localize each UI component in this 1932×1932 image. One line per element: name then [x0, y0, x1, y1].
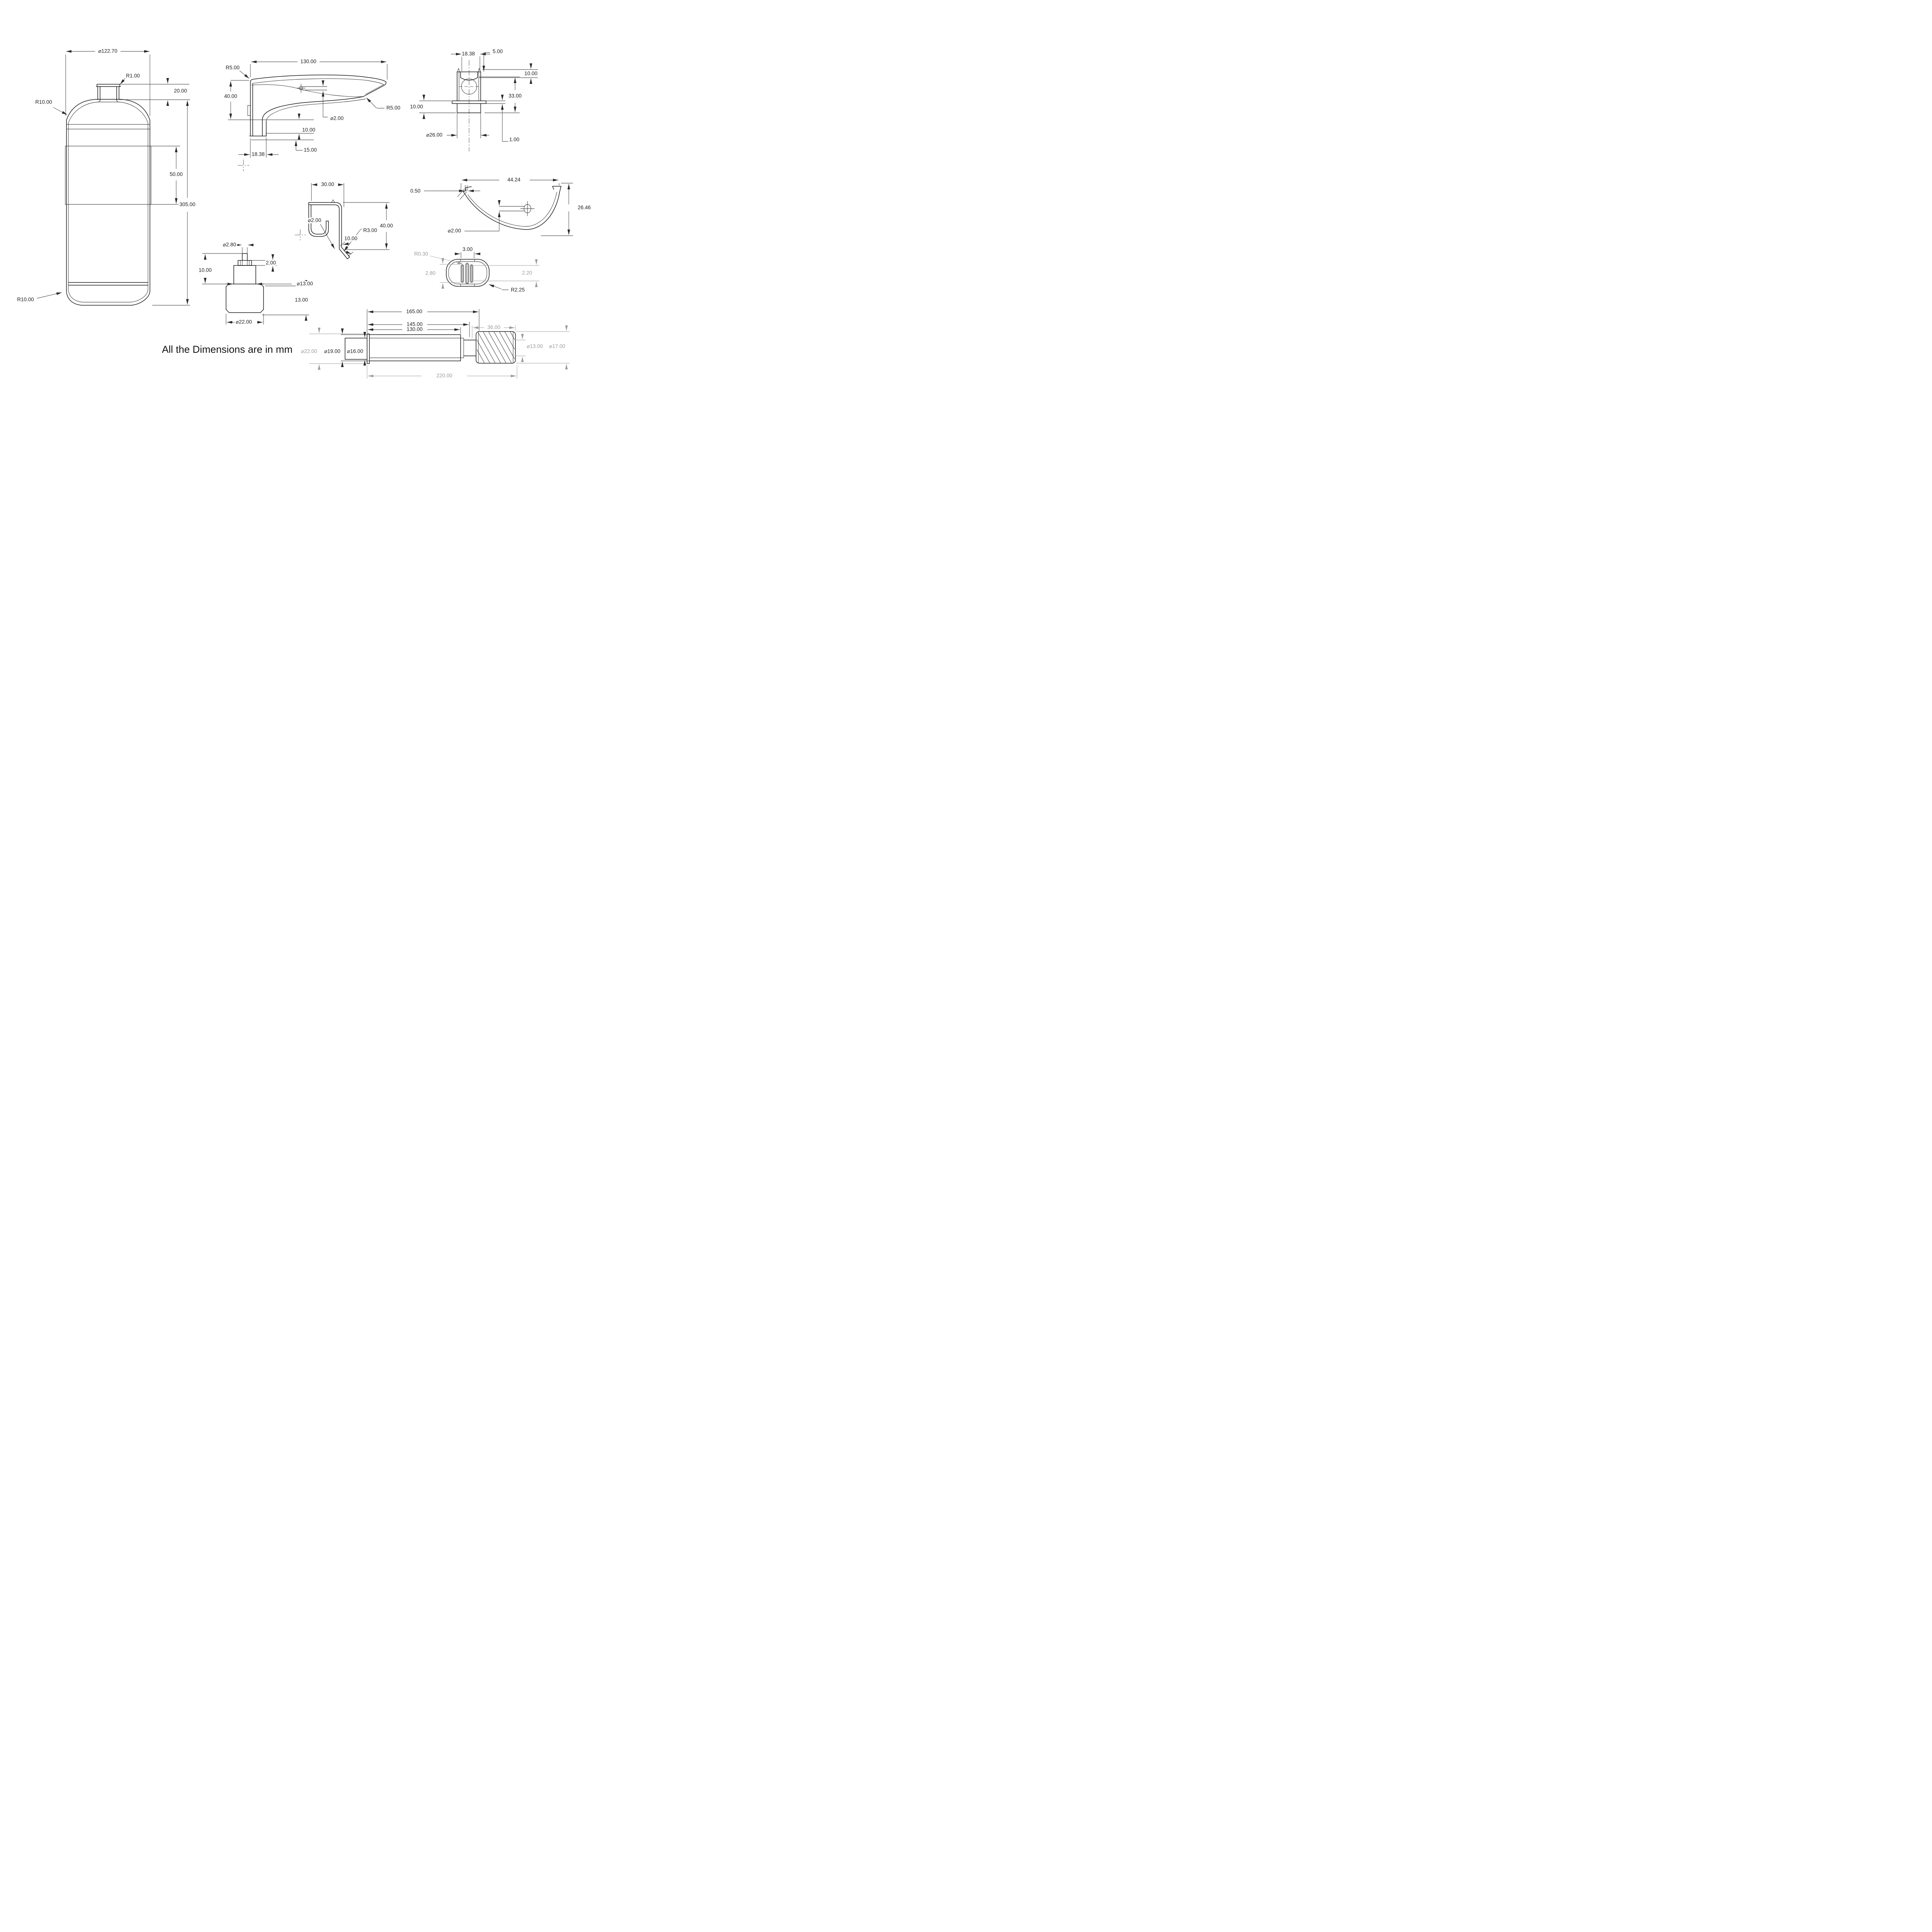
scoop-dimensions: 0.50 44.24 26.46 ⌀2.00: [409, 175, 592, 236]
dim-label-shaft-dia13: ⌀13.00: [527, 344, 543, 349]
scoop-outline: [457, 186, 561, 230]
dim-label-total-height: 305.00: [179, 202, 195, 207]
cap-outline: [226, 253, 264, 313]
dim-label-hook-bend-radius: R3.00: [363, 228, 377, 233]
dim-label-lever-left-radius: R5.00: [226, 65, 240, 71]
bottle-outline: [65, 84, 151, 306]
dim-label-scoop-lip-gap: 0.50: [410, 188, 420, 194]
dim-label-scoop-height: 26.46: [578, 205, 591, 211]
dim-label-hook-wire-dia: ⌀2.00: [308, 218, 321, 223]
dim-label-lever-hole-dia: ⌀2.00: [330, 116, 344, 121]
dim-label-bottom-radius: R10.00: [17, 297, 34, 303]
dim-label-scoop-hole-dia: ⌀2.00: [448, 228, 461, 234]
dim-label-hook-height: 40.00: [380, 223, 393, 229]
dim-label-cap-rib-height: 2.00: [266, 260, 276, 266]
dim-label-scoop-width: 44.24: [507, 177, 520, 183]
dim-label-oval-group-width: 3.00: [463, 247, 473, 252]
dim-label-cap-body-height: 13.00: [295, 297, 308, 303]
dim-label-band-height: 50.00: [170, 172, 183, 177]
dim-label-neck-radius: R1.00: [126, 73, 140, 79]
socket-dimensions: 18.38 5.00 10.00 33.00 10.00 ⌀26.00 1.00: [409, 47, 539, 144]
units-note: All the Dimensions are in mm: [162, 344, 293, 355]
dim-label-cap-body-dia: ⌀22.00: [236, 319, 252, 325]
dim-label-shaft-total: 220.00: [436, 373, 452, 379]
dim-label-socket-collar-height: 10.00: [410, 104, 423, 110]
shaft-dimensions: 165.00 145.00 130.00 36.00 ⌀22.00 ⌀19.00…: [300, 307, 570, 380]
engineering-drawing-sheet: ⌀122.70 R1.00 20.00 R10.00 50.00 305.00 …: [0, 0, 601, 422]
dim-label-shaft-145: 145.00: [406, 321, 422, 327]
bottle-view: ⌀122.70 R1.00 20.00 R10.00 50.00 305.00 …: [16, 47, 197, 306]
dim-label-shaft-dia22: ⌀22.00: [301, 349, 317, 354]
dim-label-socket-height: 33.00: [509, 93, 522, 99]
dim-label-shaft-dia16: ⌀16.00: [347, 349, 363, 354]
dim-label-socket-flange-thickness: 1.00: [509, 137, 519, 143]
dim-label-socket-outer-dia: ⌀26.00: [426, 132, 442, 138]
dim-label-shaft-165: 165.00: [406, 309, 422, 315]
dim-label-cap-stem-height: 10.00: [199, 267, 212, 273]
dim-label-socket-notch-depth: 10.00: [524, 71, 537, 77]
dim-label-shaft-dia19: ⌀19.00: [324, 349, 340, 354]
shaft-view: 165.00 145.00 130.00 36.00 ⌀22.00 ⌀19.00…: [300, 307, 570, 380]
drawing-canvas: ⌀122.70 R1.00 20.00 R10.00 50.00 305.00 …: [16, 47, 592, 380]
dim-label-socket-width: 18.38: [462, 51, 475, 57]
dim-label-lever-length: 130.00: [300, 59, 316, 65]
dim-label-neck-height: 20.00: [174, 88, 187, 94]
knurl-hatching: [477, 332, 515, 363]
dim-label-lever-tip-radius: R5.00: [386, 105, 400, 111]
scoop-view: 0.50 44.24 26.46 ⌀2.00: [409, 175, 592, 236]
dim-label-hook-foot-length: 10.00: [344, 236, 357, 242]
dim-label-oval-height-left: 2.80: [425, 270, 435, 276]
oval-view: R0.30 3.00 2.80 2.20 R2.25: [413, 245, 539, 294]
dim-label-shaft-130: 130.00: [406, 327, 422, 332]
dim-label-shaft-dia17: ⌀17.00: [549, 344, 565, 349]
bottle-dimensions: ⌀122.70 R1.00 20.00 R10.00 50.00 305.00 …: [16, 47, 197, 306]
hook-view: 30.00 40.00 ⌀2.00 R3.00 10.00: [295, 180, 394, 259]
dim-label-oval-slot-radius: R0.30: [414, 251, 428, 257]
dim-label-oval-corner-radius: R2.25: [511, 287, 525, 293]
dim-label-lever-height: 40.00: [224, 94, 237, 99]
oval-dimensions: R0.30 3.00 2.80 2.20 R2.25: [413, 245, 539, 294]
hook-outline: [295, 199, 350, 259]
cap-dimensions: ⌀2.80 2.00 10.00 ⌀13.00 13.00 ⌀22.00: [197, 240, 315, 326]
dim-label-lever-step-height: 10.00: [302, 127, 315, 133]
socket-view: 18.38 5.00 10.00 33.00 10.00 ⌀26.00 1.00: [409, 47, 539, 151]
shaft-outline: [345, 331, 516, 364]
dim-label-oval-height-right: 2.20: [522, 270, 532, 276]
dim-label-lever-mount-width: 18.38: [252, 151, 265, 157]
lever-outline: [247, 75, 386, 136]
cap-view: ⌀2.80 2.00 10.00 ⌀13.00 13.00 ⌀22.00: [197, 240, 315, 326]
dim-label-hook-top-length: 30.00: [321, 182, 334, 187]
dim-label-bottle-dia: ⌀122.70: [98, 48, 117, 54]
dim-label-lever-step-depth: 15.00: [304, 147, 317, 153]
dim-label-cap-collar-dia: ⌀13.00: [297, 281, 313, 287]
dim-label-cap-stem-dia: ⌀2.80: [223, 242, 236, 248]
dim-label-shaft-knurl-length: 36.00: [487, 325, 500, 330]
oval-outline: [446, 259, 490, 287]
hook-dimensions: 30.00 40.00 ⌀2.00 R3.00 10.00: [306, 180, 394, 257]
dim-label-socket-rim-offset: 5.00: [493, 49, 503, 54]
lever-view: 130.00 R5.00 40.00 ⌀2.00 R5.00 10.00 15.…: [223, 57, 402, 171]
dim-label-shoulder-radius: R10.00: [35, 99, 52, 105]
lever-dimensions: 130.00 R5.00 40.00 ⌀2.00 R5.00 10.00 15.…: [223, 57, 402, 171]
